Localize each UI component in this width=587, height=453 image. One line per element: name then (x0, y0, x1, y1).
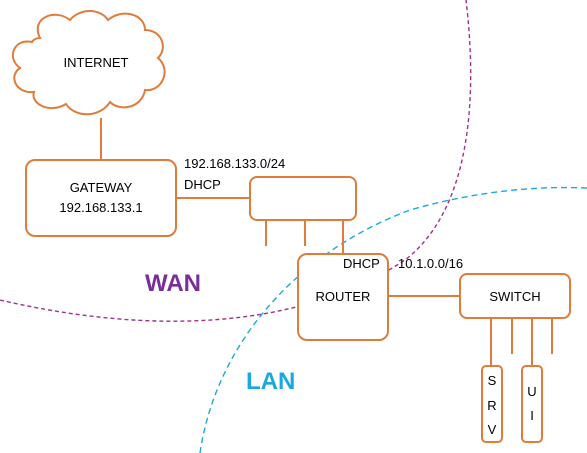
switch-label: SWITCH (489, 289, 540, 304)
wan-boundary (0, 0, 472, 322)
srv-node: S R V (481, 365, 503, 443)
gateway-ip: 192.168.133.1 (59, 200, 142, 215)
gateway-label: GATEWAY (70, 180, 133, 195)
ui-letter-u: U (527, 384, 536, 399)
lan-switch-node: SWITCH (459, 273, 571, 319)
wan-dhcp-label: DHCP (184, 177, 221, 192)
internet-label: INTERNET (64, 55, 129, 70)
srv-letter-r: R (487, 398, 496, 413)
wan-subnet-label: 192.168.133.0/24 (184, 156, 285, 171)
internet-cloud: INTERNET (11, 10, 166, 116)
lan-subnet-label: 10.1.0.0/16 (398, 256, 463, 271)
ui-node: U I (521, 365, 543, 443)
router-dhcp-label: DHCP (343, 256, 380, 271)
wan-switch-node (249, 176, 357, 221)
srv-letter-s: S (488, 373, 497, 388)
srv-letter-v: V (488, 422, 497, 437)
ui-letter-i: I (530, 408, 534, 423)
wan-zone-label: WAN (145, 270, 201, 297)
router-node: ROUTER (297, 253, 389, 341)
lan-boundary (199, 186, 587, 453)
cloud-icon (11, 10, 166, 116)
lan-zone-label: LAN (246, 368, 295, 395)
gateway-node: GATEWAY 192.168.133.1 (25, 159, 177, 237)
links (100, 118, 553, 366)
router-label: ROUTER (316, 289, 371, 304)
